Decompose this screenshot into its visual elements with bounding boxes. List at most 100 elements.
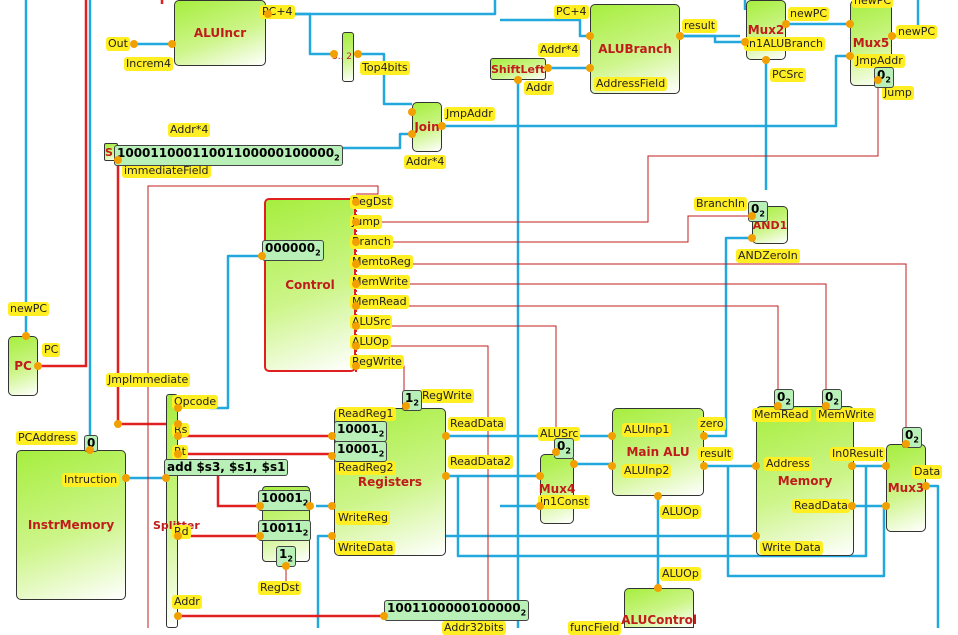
node (748, 234, 756, 242)
addr-x4-top-label: Addr*4 (168, 123, 211, 137)
read-data-mem-label: ReadData (792, 499, 850, 513)
result-alu-label: result (698, 447, 734, 461)
node (408, 108, 416, 116)
node (774, 402, 782, 410)
out-label: Out (106, 37, 130, 51)
immediate-value: 100011000110011000001000002 (114, 145, 343, 167)
addr-x4-join-label: Addr*4 (404, 155, 447, 169)
in1-const-label: in1Const (538, 495, 591, 509)
node (328, 532, 336, 540)
alu-inp2-label: ALUInp2 (622, 464, 672, 478)
mem-read-out-label: MemRead (350, 295, 409, 309)
alu-src-in-label: ALUSrc (538, 427, 581, 441)
addr-x4-branch-label: Addr*4 (538, 43, 581, 57)
node (402, 402, 410, 410)
node (174, 420, 182, 428)
node (762, 56, 770, 64)
node (586, 32, 594, 40)
bit-splitter-component[interactable] (342, 32, 354, 82)
node (168, 40, 176, 48)
read-data-label: ReadData (448, 417, 506, 431)
node (174, 612, 182, 620)
pc-plus4-branch-label: PC+4 (554, 5, 589, 19)
write-reg-label: WriteReg (336, 511, 390, 525)
write-reg-value-2: 100112 (258, 520, 312, 542)
write-reg-value-1: 100012 (258, 490, 312, 512)
node (848, 462, 856, 470)
opcode-value: 0000002 (262, 240, 324, 262)
node (174, 532, 182, 540)
pc-out-label: PC (42, 343, 61, 357)
node (882, 502, 890, 510)
node (328, 432, 336, 440)
node (162, 474, 170, 482)
node (848, 502, 856, 510)
jmp-immediate-label: JmpImmediate (106, 373, 191, 387)
immediate-field-label: immediateField (122, 164, 211, 178)
rt-value: 100012 (334, 441, 388, 463)
mux4-component[interactable]: Mux4 (539, 454, 575, 524)
read-reg2-label: ReadReg2 (336, 461, 396, 475)
control-component[interactable]: Control (264, 198, 356, 372)
node (352, 260, 360, 268)
branch-in-label: BranchIn (694, 197, 748, 211)
in1-alu-branch-label: in1ALUBranch (744, 37, 825, 51)
node (258, 252, 266, 260)
node (352, 198, 360, 206)
node (442, 432, 450, 440)
branch-out-label: Branch (350, 235, 393, 249)
reg-dst-out-label: RegDst (350, 195, 394, 209)
shift-left-component[interactable]: ShiftLeft (490, 58, 546, 80)
opcode-label: Opcode (172, 395, 219, 409)
node (174, 432, 182, 440)
node (536, 472, 544, 480)
node (264, 10, 272, 18)
reg-dst-in-label: RegDst (258, 581, 302, 595)
write-data-label: WriteData (336, 541, 396, 555)
node (536, 502, 544, 510)
node (306, 502, 314, 510)
new-pc-top-label: newPC (852, 0, 894, 8)
join-component[interactable]: Join (412, 102, 442, 152)
node (654, 584, 662, 592)
alu-incr-component[interactable]: ALUIncr (174, 0, 266, 66)
node (874, 76, 882, 84)
node (114, 156, 122, 164)
pc-address-label: PCAddress (16, 431, 79, 445)
node (282, 562, 290, 570)
data-label: Data (912, 465, 943, 479)
memto-reg-label: MemtoReg (350, 255, 413, 269)
node (408, 130, 416, 138)
node (552, 448, 560, 456)
node (888, 32, 896, 40)
address-value: 10011000001000002 (384, 600, 530, 622)
node (352, 280, 360, 288)
node (608, 462, 616, 470)
jmp-addr-mux-label: JmpAddr (854, 54, 905, 68)
mux2-component[interactable]: Mux2 (746, 0, 786, 60)
addr-label: Addr (524, 81, 554, 95)
increm4-label: Increm4 (124, 57, 174, 71)
node (86, 446, 94, 454)
node (741, 38, 749, 46)
node (352, 302, 360, 310)
mem-write-in-label: MemWrite (816, 408, 877, 422)
pc-src-label: PCSrc (770, 68, 806, 82)
node (352, 238, 360, 246)
mux3-component[interactable]: Mux3 (886, 444, 926, 532)
new-pc-pc-label: newPC (8, 302, 50, 316)
addr-split-label: Addr (172, 595, 202, 609)
node (748, 212, 756, 220)
node (822, 402, 830, 410)
alu-control-component[interactable]: ALUControl (621, 588, 697, 628)
node (22, 332, 30, 340)
new-pc-out-label: newPC (896, 25, 938, 39)
memory-component[interactable]: Memory (756, 406, 854, 556)
jmp-addr-label: JmpAddr (444, 107, 495, 121)
reg-write-out-label: RegWrite (350, 355, 404, 369)
main-alu-component[interactable]: Main ALU (612, 408, 704, 496)
jump-label: Jump (882, 86, 914, 100)
node (882, 462, 890, 470)
node (352, 218, 360, 226)
node (676, 32, 684, 40)
